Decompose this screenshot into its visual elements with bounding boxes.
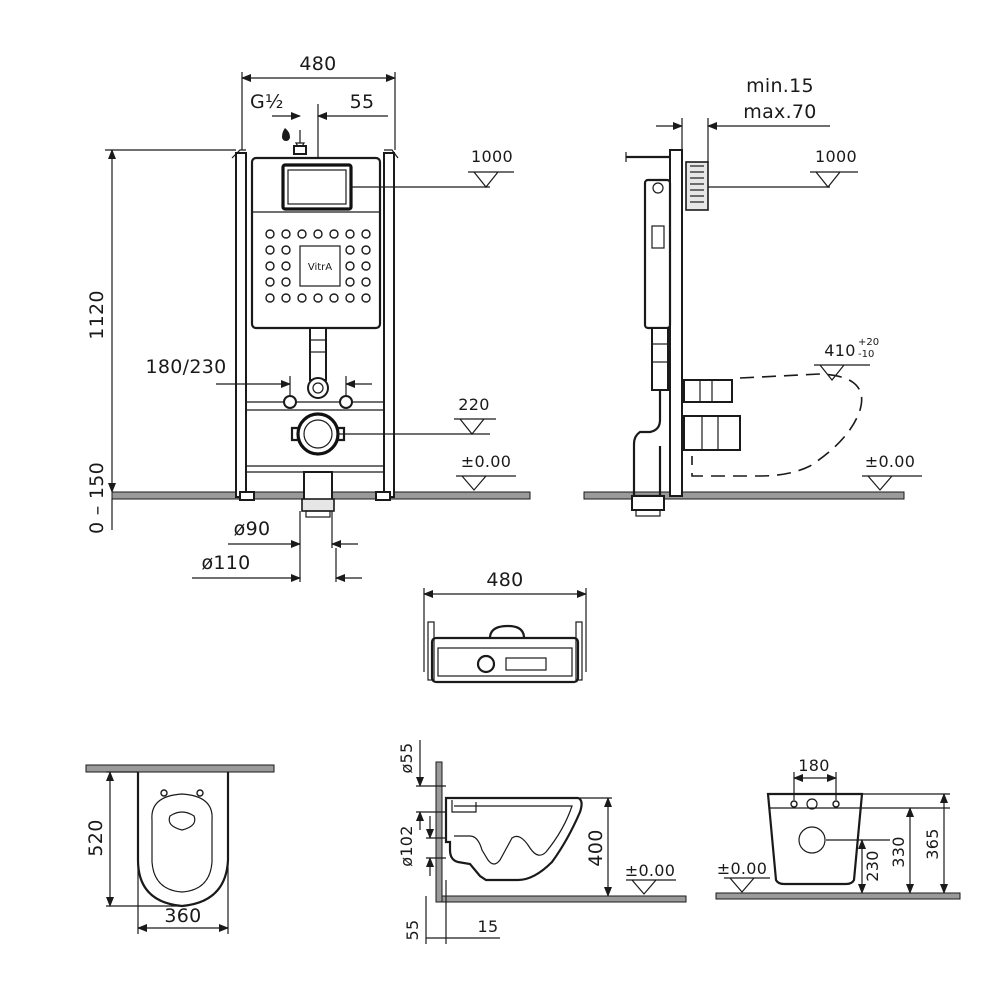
dim-outlet-diameter: ø102 — [397, 825, 416, 867]
bowl-top-view: 520 360 — [85, 764, 275, 934]
back-outlet-circle — [798, 826, 826, 854]
bowl-side-floor-level: ±0.00 — [625, 861, 676, 880]
frame-left-foot — [239, 491, 255, 501]
right-bolt — [339, 395, 353, 409]
dim-water-inlet: G½ — [250, 91, 284, 113]
dim-inlet-diameter: ø55 — [397, 742, 416, 773]
dim-front-width: 480 — [299, 53, 336, 75]
flush-opening — [281, 163, 353, 211]
flush-connector — [683, 379, 733, 403]
dim-bowl-side-height: 400 — [585, 829, 607, 866]
dim-bowl-height-tol-minus: -10 — [858, 349, 874, 360]
dim-back-total-height: 365 — [923, 828, 942, 859]
flush-pipe — [309, 327, 327, 381]
dim-bottom-offset: 55 — [403, 920, 422, 941]
dim-inlet-offset: 55 — [350, 91, 375, 113]
bowl-side-outline — [444, 796, 583, 882]
waste-connector — [683, 415, 741, 451]
dim-floor-build-up: 0 – 150 — [86, 462, 108, 534]
side-floor — [583, 491, 905, 500]
frame-top-hooks — [231, 149, 399, 159]
bowl-back-outline — [766, 792, 864, 886]
top-view-frame — [430, 636, 580, 684]
left-bolt — [283, 395, 297, 409]
bowl-side-wall — [435, 761, 443, 903]
dim-bowl-height: 410 — [824, 341, 855, 360]
flush-plate-side — [685, 161, 709, 211]
cistern-side — [643, 178, 672, 330]
bowl-back-floor-level: ±0.00 — [717, 859, 768, 878]
front-view: VitrA 480 G½ 55 — [86, 53, 531, 582]
bowl-top-wall — [85, 764, 275, 773]
dim-bolt-distance: 180 — [798, 756, 829, 775]
front-floor-level: ±0.00 — [461, 452, 512, 471]
dim-front-flush-height: 1000 — [471, 147, 513, 166]
dim-front-height: 1120 — [86, 290, 108, 340]
frame-right-post — [383, 152, 395, 498]
dim-back-inlet-height: 330 — [889, 836, 908, 867]
dim-top-width: 480 — [486, 569, 523, 591]
brand-logo: VitrA — [308, 262, 332, 273]
bowl-top-rim — [151, 793, 213, 893]
bowl-back-view: 180 230 330 365 ±0.00 — [715, 756, 961, 900]
cistern-dot-grid — [265, 229, 371, 303]
dim-outlet-height: 220 — [458, 395, 489, 414]
bowl-outline-dashed — [691, 373, 863, 477]
dim-wall-min: min.15 — [746, 75, 814, 97]
top-view: 480 — [423, 569, 587, 684]
water-drop-icon — [282, 128, 290, 141]
dim-back-outlet-height: 230 — [863, 850, 882, 881]
dim-wall-gap: 15 — [478, 917, 499, 936]
bowl-side-view: 400 ø55 ø102 55 15 ±0.00 — [397, 740, 687, 944]
dim-wall-max: max.70 — [743, 101, 816, 123]
dim-bowl-width: 360 — [164, 905, 201, 927]
dim-side-flush-height: 1000 — [815, 147, 857, 166]
dim-bowl-height-tol-plus: +20 — [858, 337, 879, 348]
side-floor-level: ±0.00 — [865, 452, 916, 471]
frame-left-post — [235, 152, 247, 498]
frame-right-foot — [375, 491, 391, 501]
dim-pipe-large: ø110 — [201, 552, 250, 574]
dim-pipe-small: ø90 — [234, 518, 271, 540]
dim-fixing-distance: 180/230 — [145, 356, 226, 378]
bowl-side-floor — [441, 895, 687, 903]
dim-bowl-depth: 520 — [85, 819, 107, 856]
logo-box — [299, 245, 341, 287]
side-frame-post — [669, 149, 683, 497]
side-view: min.15 max.70 1000 410 +20 -10 ±0.00 — [583, 75, 922, 517]
bowl-back-floor — [715, 892, 961, 900]
